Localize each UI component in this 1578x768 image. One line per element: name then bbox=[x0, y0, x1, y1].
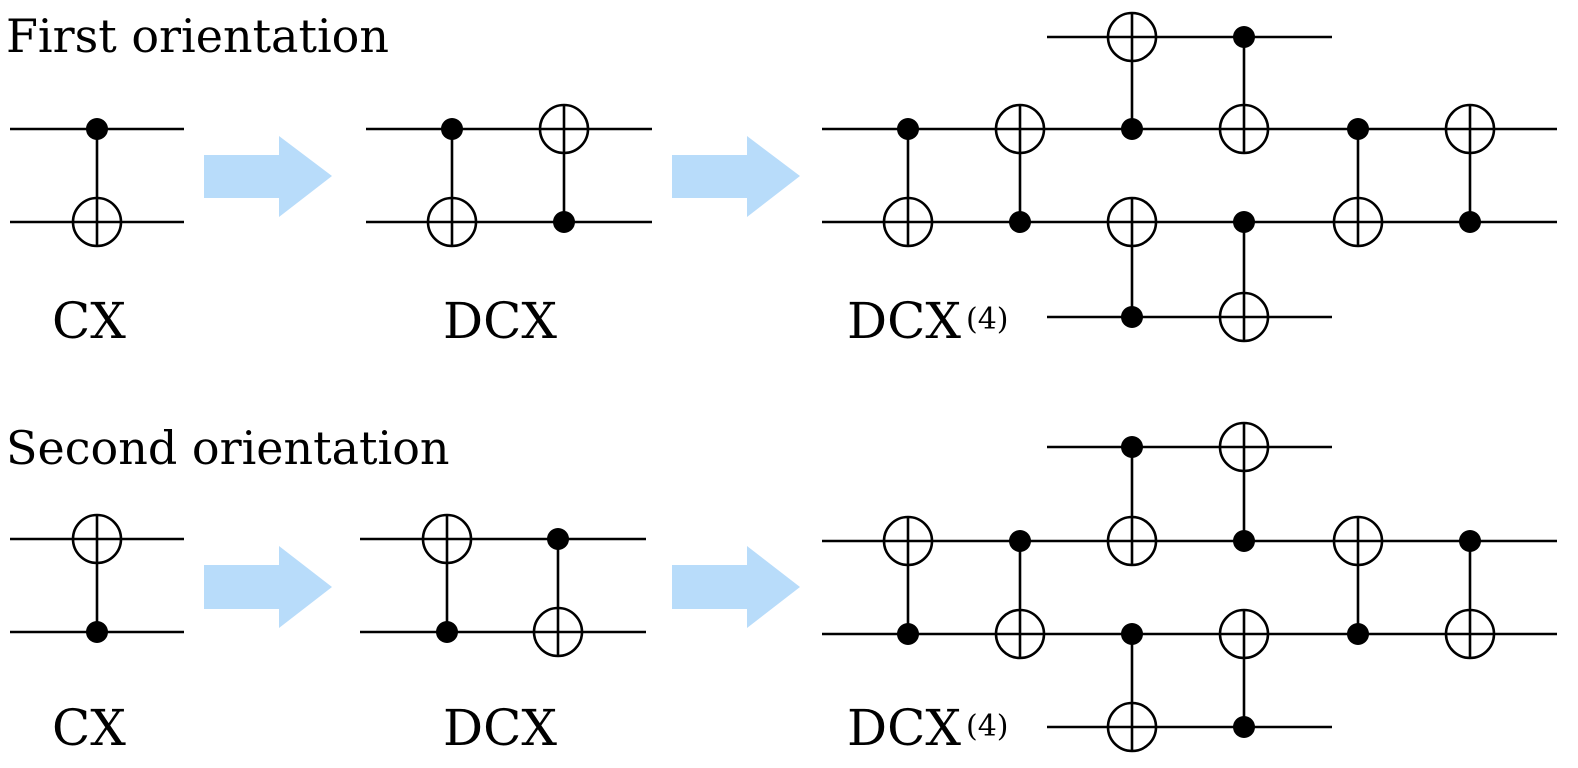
control-dot-icon bbox=[1009, 211, 1031, 233]
target-xor-icon bbox=[1218, 608, 1270, 660]
target-xor-icon bbox=[532, 606, 584, 658]
section-heading: First orientation bbox=[6, 9, 389, 63]
control-dot-icon bbox=[1233, 530, 1255, 552]
target-xor-icon bbox=[882, 515, 934, 567]
control-dot-icon bbox=[1233, 26, 1255, 48]
control-dot-icon bbox=[1233, 716, 1255, 738]
control-dot-icon bbox=[436, 621, 458, 643]
right-arrow-icon bbox=[204, 136, 332, 217]
dcx-circuit: DCX bbox=[366, 103, 652, 350]
target-xor-icon bbox=[426, 196, 478, 248]
target-xor-icon bbox=[882, 196, 934, 248]
dcx4-superscript: (4) bbox=[966, 302, 1009, 337]
control-dot-icon bbox=[1009, 530, 1031, 552]
control-dot-icon bbox=[1121, 306, 1143, 328]
target-xor-icon bbox=[1106, 11, 1158, 63]
right-arrow-icon bbox=[204, 546, 332, 628]
dcx4-superscript: (4) bbox=[966, 709, 1009, 744]
control-dot-icon bbox=[441, 118, 463, 140]
cx-label: CX bbox=[52, 292, 126, 350]
control-dot-icon bbox=[547, 528, 569, 550]
target-xor-icon bbox=[1106, 701, 1158, 753]
control-dot-icon bbox=[1121, 623, 1143, 645]
target-xor-icon bbox=[1218, 421, 1270, 473]
control-dot-icon bbox=[1459, 530, 1481, 552]
second-orientation-section: Second orientation CX bbox=[6, 421, 1557, 757]
control-dot-icon bbox=[1233, 211, 1255, 233]
target-xor-icon bbox=[994, 103, 1046, 155]
control-dot-icon bbox=[1121, 436, 1143, 458]
control-dot-icon bbox=[1347, 118, 1369, 140]
dcx4-circuit: DCX (4) bbox=[822, 11, 1557, 350]
target-xor-icon bbox=[1444, 103, 1496, 155]
dcx4-label: DCX bbox=[847, 699, 961, 757]
target-xor-icon bbox=[71, 513, 123, 565]
dcx4-label: DCX bbox=[847, 292, 961, 350]
dcx-circuit: DCX bbox=[360, 513, 646, 757]
cx-circuit: CX bbox=[10, 513, 184, 757]
target-xor-icon bbox=[1106, 515, 1158, 567]
target-xor-icon bbox=[421, 513, 473, 565]
dcx-label: DCX bbox=[443, 699, 557, 757]
target-xor-icon bbox=[994, 608, 1046, 660]
control-dot-icon bbox=[86, 621, 108, 643]
target-xor-icon bbox=[1444, 608, 1496, 660]
target-xor-icon bbox=[538, 103, 590, 155]
control-dot-icon bbox=[1459, 211, 1481, 233]
dcx-label: DCX bbox=[443, 292, 557, 350]
right-arrow-icon bbox=[672, 136, 800, 217]
section-heading: Second orientation bbox=[6, 421, 450, 475]
target-xor-icon bbox=[71, 196, 123, 248]
control-dot-icon bbox=[1121, 118, 1143, 140]
dcx4-circuit: DCX (4) bbox=[822, 421, 1557, 757]
control-dot-icon bbox=[1347, 623, 1369, 645]
control-dot-icon bbox=[897, 623, 919, 645]
cx-circuit: CX bbox=[10, 118, 184, 350]
control-dot-icon bbox=[86, 118, 108, 140]
control-dot-icon bbox=[897, 118, 919, 140]
target-xor-icon bbox=[1218, 103, 1270, 155]
right-arrow-icon bbox=[672, 546, 800, 628]
first-orientation-section: First orientation CX bbox=[6, 9, 1557, 350]
target-xor-icon bbox=[1218, 291, 1270, 343]
target-xor-icon bbox=[1332, 196, 1384, 248]
cx-label: CX bbox=[52, 699, 126, 757]
target-xor-icon bbox=[1332, 515, 1384, 567]
control-dot-icon bbox=[553, 211, 575, 233]
target-xor-icon bbox=[1106, 196, 1158, 248]
